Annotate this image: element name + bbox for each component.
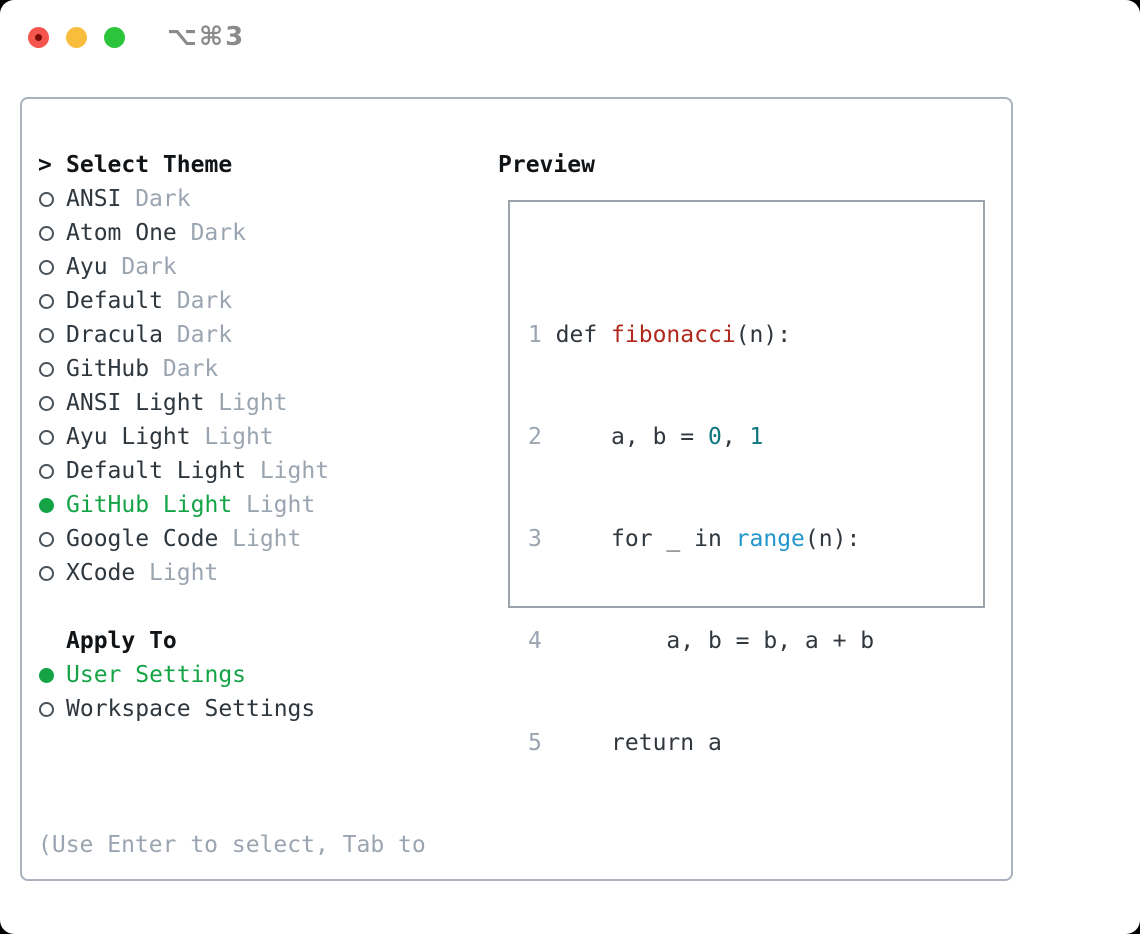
radio-unselected-icon [39,191,54,207]
radio-unselected-icon [39,259,54,275]
keyboard-hint-line1: (Use Enter to select, Tab to [38,832,426,858]
select-theme-heading-label: Select Theme [66,152,233,178]
spacer [38,726,426,760]
radio-unselected-icon [39,463,54,479]
number-literal: 0 [707,424,722,450]
radio-unselected-icon [39,327,54,343]
apply-to-user-settings[interactable]: User Settings [38,658,426,692]
code-line: 4 a, b = b, a + b [528,628,875,654]
radio-unselected-icon [39,361,54,377]
select-theme-heading: > Select Theme [38,148,426,182]
apply-to-heading: Apply To [38,624,426,658]
keyboard-hint: (Use Enter to select, Tab to change focu… [38,760,426,934]
radio-unselected-icon [39,429,54,445]
blank-line [528,828,983,862]
zoom-button[interactable] [104,27,125,48]
radio-unselected-icon [39,225,54,241]
preview-heading: Preview [498,152,595,178]
radio-unselected-icon [39,701,54,717]
number-literal: 1 [749,424,764,450]
code-line: 3 for _ in range(n): [528,526,861,552]
radio-selected-icon [39,497,54,513]
function-name: fibonacci [611,322,736,348]
builtin-name: range [735,526,805,552]
close-button[interactable] [28,27,49,48]
apply-to-heading-label: Apply To [66,628,177,654]
code-line: 5 return a [528,730,722,756]
keyboard-hint-line2: change focus) [38,930,426,934]
radio-unselected-icon [39,395,54,411]
window-title: ⌥⌘3 [167,22,246,52]
spacer [38,590,426,624]
diff-context-line: 1 This is a context line. [528,930,983,934]
minimize-button[interactable] [66,27,87,48]
traffic-lights [28,27,125,48]
code-line: 2 a, b = 0, 1 [528,424,764,450]
radio-unselected-icon [39,293,54,309]
title-bar: ⌥⌘3 [0,0,1140,60]
radio-unselected-icon [39,531,54,547]
caret-icon: > [38,152,52,178]
apply-to-workspace-settings[interactable]: Workspace Settings [38,692,426,726]
radio-unselected-icon [39,565,54,581]
radio-selected-icon [39,667,54,683]
